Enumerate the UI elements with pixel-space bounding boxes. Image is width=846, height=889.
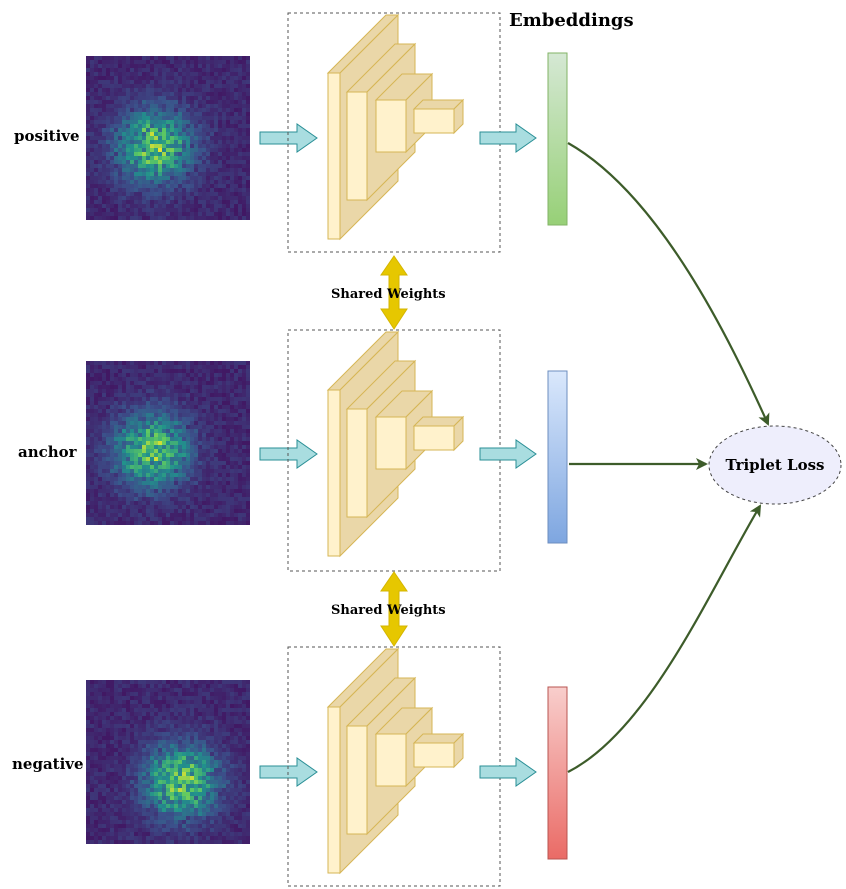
shared-weights-label-2: Shared Weights — [331, 603, 446, 618]
triplet-loss-label: Triplet Loss — [726, 456, 825, 474]
cnn-layer-3-front — [375, 99, 407, 153]
connector-positive-to-loss — [567, 142, 770, 426]
embedding-anchor — [547, 370, 568, 544]
cnn-layer-3-front — [375, 733, 407, 787]
triplet-loss-ellipse — [708, 425, 842, 505]
input-image-negative — [86, 680, 250, 844]
cnn-layer-2-front — [346, 408, 368, 518]
cnn-layer-2-front — [346, 91, 368, 201]
cnn-layer-4-front — [413, 108, 455, 134]
cnn-layer-3-front — [375, 416, 407, 470]
triplet-loss-node: Triplet Loss — [708, 425, 842, 505]
embeddings-title: Embeddings — [509, 10, 634, 31]
connector-negative-to-loss — [567, 504, 762, 773]
cnn-block-positive — [326, 13, 465, 241]
row-label-anchor: anchor — [18, 443, 78, 461]
embedding-negative — [547, 686, 568, 860]
embed-arrow-positive — [479, 123, 537, 153]
cnn-layer-4-front — [413, 742, 455, 768]
input-image-positive — [86, 56, 250, 220]
row-negative: negative — [12, 646, 568, 887]
row-label-negative: negative — [12, 755, 84, 773]
row-positive: positive — [14, 12, 568, 253]
shared-weights-arrow-1 — [380, 255, 408, 330]
cnn-block-anchor — [326, 330, 465, 558]
row-label-positive: positive — [14, 127, 80, 145]
embed-arrow-negative — [479, 757, 537, 787]
cnn-layer-4-front — [413, 425, 455, 451]
embed-arrow-anchor — [479, 439, 537, 469]
cnn-layer-1-front — [327, 72, 341, 240]
shared-weights-arrow-2 — [380, 571, 408, 647]
cnn-layer-1-front — [327, 706, 341, 874]
cnn-block-negative — [326, 647, 465, 875]
cnn-layer-2-front — [346, 725, 368, 835]
cnn-layer-1-front — [327, 389, 341, 557]
shared-weights-1: Shared Weights — [331, 255, 446, 330]
shared-weights-2: Shared Weights — [331, 571, 446, 647]
embedding-positive — [547, 52, 568, 226]
row-anchor: anchor — [18, 329, 568, 572]
input-image-anchor — [86, 361, 250, 525]
shared-weights-label-1: Shared Weights — [331, 287, 446, 302]
